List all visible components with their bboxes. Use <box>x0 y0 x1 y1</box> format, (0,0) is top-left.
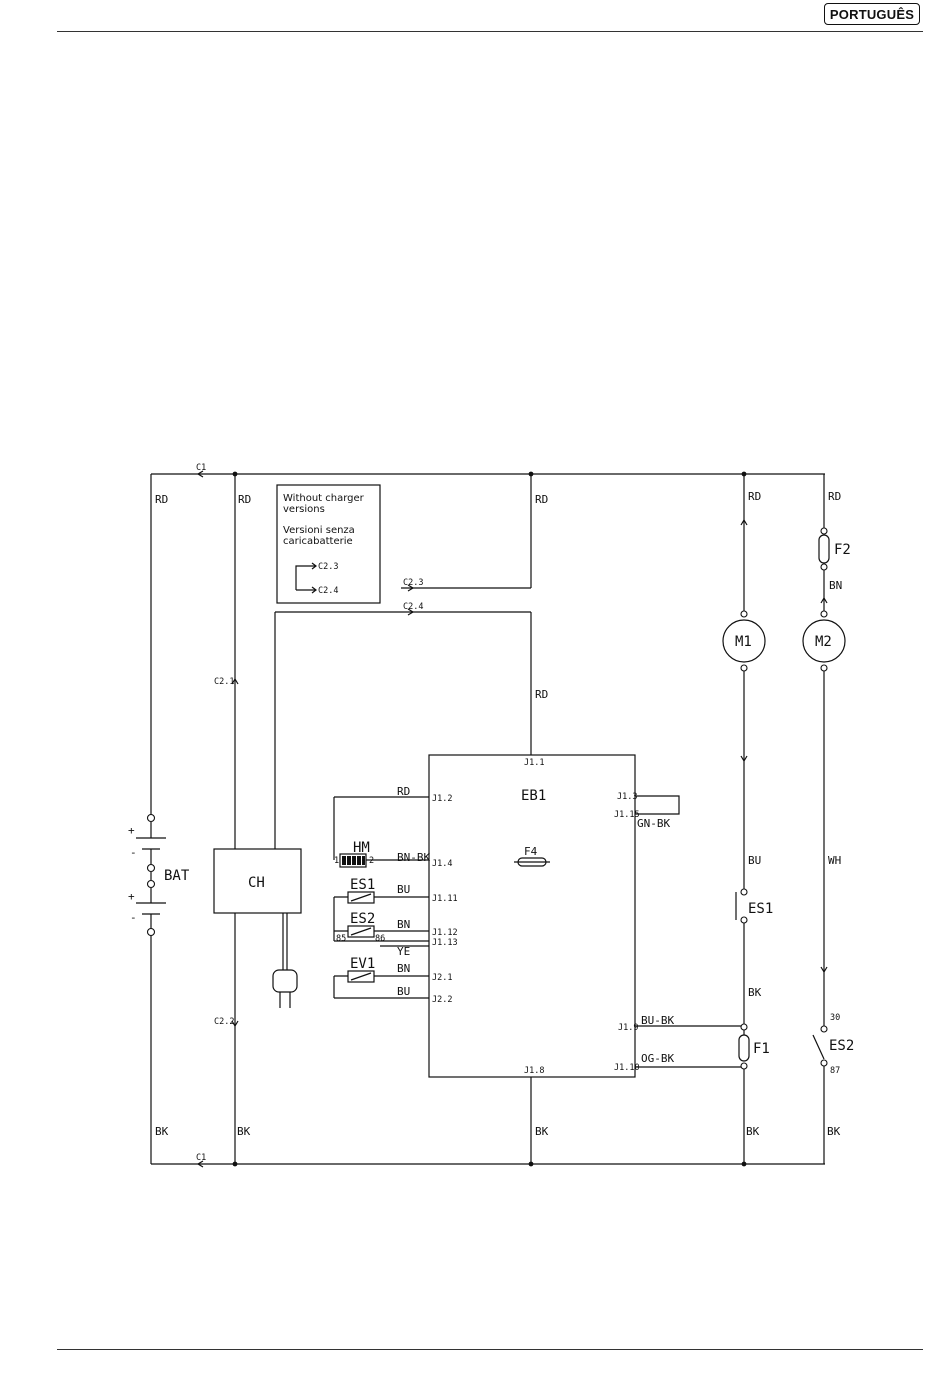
wire-bk-ch: BK <box>237 1125 251 1138</box>
legend-line1: Without charger <box>283 493 365 504</box>
legend-line3: Versioni senza <box>283 525 355 536</box>
legend-arrow-a: C2.3 <box>318 562 338 572</box>
es2-coil: ES2 85 86 <box>336 911 385 944</box>
pin-j1-4: J1.4 <box>432 859 452 869</box>
battery: + - + - BAT <box>128 813 190 937</box>
eb1-board: EB1 F4 <box>428 754 636 1078</box>
battery-label: BAT <box>164 868 190 884</box>
pin-j1-15: J1.15 <box>614 810 640 820</box>
hm-label: HM <box>353 840 370 856</box>
charger: CH <box>213 848 302 1008</box>
legend-line2: versions <box>283 504 325 515</box>
connector-c1-top: C1 <box>196 463 206 473</box>
f4-label: F4 <box>524 845 538 858</box>
fuse-f1: F1 <box>738 1023 770 1070</box>
header-rule <box>57 31 923 32</box>
pin-j1-10: J1.10 <box>614 1063 640 1073</box>
connector-c2-3: C2.3 <box>403 578 423 588</box>
wire-bu-m1: BU <box>748 854 761 867</box>
wire-rd-m1: RD <box>748 490 761 503</box>
wire-og-bk: OG-BK <box>641 1052 674 1065</box>
es2-pin30: 30 <box>830 1013 840 1023</box>
wires <box>150 473 825 1165</box>
wire-bn-ev1: BN <box>397 962 410 975</box>
battery-minus-top: - <box>130 846 137 859</box>
pin-j1-2: J1.2 <box>432 794 452 804</box>
pin-j2-2: J2.2 <box>432 995 452 1005</box>
wire-bu-ev1: BU <box>397 985 410 998</box>
es2-pin86: 86 <box>375 934 385 944</box>
wire-bk-es2: BK <box>827 1125 841 1138</box>
wire-gn-bk: GN-BK <box>637 817 670 830</box>
wire-rd-mid: RD <box>535 493 548 506</box>
m1-label: M1 <box>735 634 752 650</box>
wire-rd-ch: RD <box>238 493 251 506</box>
pin-j2-1: J2.1 <box>432 973 452 983</box>
wire-rd-eb1: RD <box>535 688 548 701</box>
wire-rd-left: RD <box>155 493 168 506</box>
legend-line4: caricabatterie <box>283 536 353 547</box>
es2-switch: ES2 30 87 <box>812 1013 854 1076</box>
es1-coil-label: ES1 <box>350 877 375 893</box>
battery-minus-bottom: - <box>130 911 137 924</box>
eb1-label: EB1 <box>521 788 546 804</box>
pin-j1-8: J1.8 <box>524 1066 544 1076</box>
legend-arrow-b: C2.4 <box>318 586 338 596</box>
wire-bk-f1: BK <box>748 986 762 999</box>
wire-ye: YE <box>397 945 410 958</box>
connector-c2-2: C2.2 <box>214 1017 234 1027</box>
wire-bk-m1-low: BK <box>746 1125 760 1138</box>
wire-bn-f2: BN <box>829 579 842 592</box>
connector-c2-1: C2.1 <box>214 677 234 687</box>
ev1-label: EV1 <box>350 956 375 972</box>
connector-arrows <box>196 470 828 1168</box>
hm-pin1: 1 <box>334 856 339 866</box>
f2-label: F2 <box>834 542 851 558</box>
es1-coil: ES1 <box>347 877 375 904</box>
fuse-f2: F2 <box>818 527 851 571</box>
pin-j1-13: J1.13 <box>432 938 458 948</box>
battery-plus-top: + <box>128 824 135 837</box>
wire-bn-bk: BN-BK <box>397 851 430 864</box>
pin-j1-1: J1.1 <box>524 758 544 768</box>
es2-switch-label: ES2 <box>829 1038 854 1054</box>
junction-dots <box>232 471 747 1167</box>
es2-pin87: 87 <box>830 1066 840 1076</box>
wire-labels: RD RD RD RD RD RD RD BK BK BK BK BK BK B… <box>155 490 842 1138</box>
wire-bu-bk: BU-BK <box>641 1014 674 1027</box>
wire-bu-es1: BU <box>397 883 410 896</box>
wire-rd-j12: RD <box>397 785 410 798</box>
pin-labels: J1.1 J1.2 J1.4 J1.11 J1.12 J1.13 J2.1 J2… <box>432 758 640 1076</box>
footer-rule <box>57 1349 923 1350</box>
connector-c2-4: C2.4 <box>403 602 423 612</box>
wire-bn-es2: BN <box>397 918 410 931</box>
es2-pin85: 85 <box>336 934 346 944</box>
legend-box: Without charger versions Versioni senza … <box>276 484 381 604</box>
hm-pin2: 2 <box>369 856 374 866</box>
pin-j1-3: J1.3 <box>617 792 637 802</box>
language-badge: PORTUGUÊS <box>824 3 920 25</box>
connector-c1-bottom: C1 <box>196 1153 206 1163</box>
es1-switch-label: ES1 <box>748 901 773 917</box>
ev1-valve: EV1 <box>347 956 375 983</box>
wire-wh-m2: WH <box>828 854 841 867</box>
motor-m2: M2 <box>802 610 846 672</box>
pin-j1-9: J1.9 <box>618 1023 638 1033</box>
m2-label: M2 <box>815 634 832 650</box>
wire-bk-left: BK <box>155 1125 169 1138</box>
wire-bk-eb1: BK <box>535 1125 549 1138</box>
motor-m1: M1 <box>722 610 766 672</box>
pin-j1-11: J1.11 <box>432 894 458 904</box>
es1-switch: ES1 <box>735 888 773 924</box>
charger-label: CH <box>248 875 265 891</box>
connector-labels: C1 C1 C2.1 C2.2 C2.3 C2.4 <box>196 463 423 1163</box>
wire-rd-m2: RD <box>828 490 841 503</box>
hour-meter: HM 1 2 <box>334 840 374 868</box>
battery-plus-bottom: + <box>128 890 135 903</box>
f1-label: F1 <box>753 1041 770 1057</box>
pin-j1-12: J1.12 <box>432 928 458 938</box>
es2-coil-label: ES2 <box>350 911 375 927</box>
